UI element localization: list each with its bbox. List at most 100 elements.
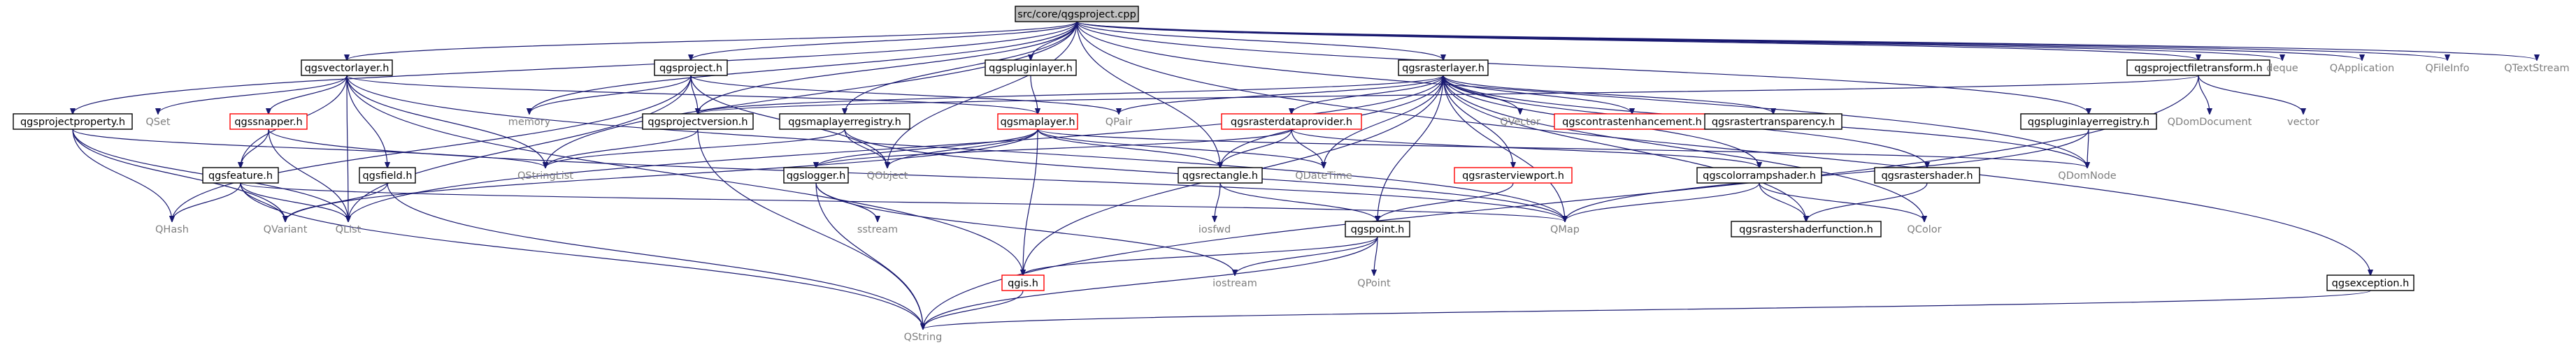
node-box: [1874, 167, 1980, 184]
node-box: [779, 113, 910, 130]
node-iostream: iostream: [1212, 278, 1257, 289]
edge-root-to-qgsprojectversion: [698, 21, 1078, 114]
node-qgsrastertransparency[interactable]: qgsrastertransparency.h: [1704, 113, 1842, 130]
edge-qgsprojectproperty-to-QVariant: [72, 129, 285, 221]
node-qgscontrastenhancement[interactable]: qgscontrastenhancement.h: [1554, 113, 1710, 130]
node-label: QHash: [155, 224, 189, 235]
node-qgsexception[interactable]: qgsexception.h: [2326, 274, 2414, 291]
edge-root-to-QDomNode: [1076, 21, 2087, 168]
node-label: qgssnapper.h: [234, 117, 302, 128]
node-root[interactable]: src/core/qgsproject.cpp: [1015, 6, 1139, 22]
node-qgsfeature[interactable]: qgsfeature.h: [202, 167, 279, 184]
edge-root-to-qgsrasterlayer: [1076, 21, 1443, 60]
edge-qgsproject-to-QList: [348, 75, 692, 221]
node-qdomdocument: QDomDocument: [2168, 117, 2252, 128]
edge-qgsprojectfiletransform-to-QDomDocument: [2198, 75, 2210, 114]
node-box: [2326, 274, 2414, 291]
edge-qgsprojectproperty-to-QStringList: [72, 129, 545, 168]
node-label: qgsvectorlayer.h: [305, 63, 389, 74]
node-label: qgsprojectproperty.h: [20, 117, 125, 128]
node-qgslogger[interactable]: qgslogger.h: [783, 167, 849, 184]
node-label: QVector: [1500, 117, 1540, 128]
node-label: vector: [2287, 117, 2319, 128]
node-label: qgsmaplayer.h: [1000, 117, 1075, 128]
node-label: qgscontrastenhancement.h: [1562, 117, 1702, 128]
node-label: qgscolorrampshader.h: [1703, 170, 1816, 182]
node-label: qgsrastertransparency.h: [1712, 117, 1835, 128]
edge-qgsvectorlayer-to-qgssnapper: [269, 75, 348, 114]
edge-qgsprojectversion-to-QStringList: [545, 129, 699, 168]
node-label: qgis.h: [1008, 278, 1038, 289]
node-qgsprojectproperty[interactable]: qgsprojectproperty.h: [13, 113, 133, 130]
node-qstring: QString: [904, 332, 943, 343]
edge-qgsprojectfiletransform-to-qgsprojectversion: [698, 75, 2199, 114]
node-box: [1001, 274, 1045, 291]
node-box: [1696, 167, 1822, 184]
edge-qgscolorrampshader-to-QMap: [1565, 182, 1760, 221]
node-qgis[interactable]: qgis.h: [1001, 274, 1045, 291]
edge-qgsprojectfiletransform-to-vector: [2198, 75, 2303, 114]
edge-root-to-QTextStream: [1076, 21, 2537, 60]
node-qgsrectangle[interactable]: qgsrectangle.h: [1178, 167, 1263, 184]
node-qvariant: QVariant: [264, 224, 308, 235]
node-qgsmaplayer[interactable]: qgsmaplayer.h: [997, 113, 1078, 130]
node-qgspluginlayerregistry[interactable]: qgspluginlayerregistry.h: [2020, 113, 2157, 130]
node-label: QString: [904, 332, 943, 343]
edge-root-to-QStringList: [545, 21, 1078, 168]
edge-qgsmaplayer-to-qgslogger: [816, 129, 1038, 168]
node-qgsmaplayerregistry[interactable]: qgsmaplayerregistry.h: [779, 113, 910, 130]
edge-qgsrasterlayer-to-QPair: [1119, 75, 1444, 114]
node-label: qgsfield.h: [362, 170, 412, 182]
node-box: [1731, 221, 1882, 237]
node-qgscolorrampshader[interactable]: qgscolorrampshader.h: [1696, 167, 1822, 184]
node-qgspoint[interactable]: qgspoint.h: [1345, 221, 1410, 237]
edge-qgspoint-to-iostream: [1235, 236, 1378, 275]
node-qgsrasterlayer[interactable]: qgsrasterlayer.h: [1398, 59, 1489, 76]
node-box: [13, 113, 133, 130]
edge-root-to-memory: [529, 21, 1078, 114]
edge-qgsrastershader-to-qgsrastershaderfunction: [1806, 182, 1928, 221]
node-qgsprojectfiletransform[interactable]: qgsprojectfiletransform.h: [2126, 59, 2270, 76]
node-label: src/core/qgsproject.cpp: [1017, 9, 1136, 20]
edge-qgsfeature-to-QHash: [172, 182, 241, 221]
node-box: [997, 113, 1078, 130]
node-label: iostream: [1212, 278, 1257, 289]
node-box: [301, 59, 393, 76]
node-qgsrastershader[interactable]: qgsrastershader.h: [1874, 167, 1980, 184]
node-qgsproject[interactable]: qgsproject.h: [654, 59, 728, 76]
node-box: [2126, 59, 2270, 76]
edge-root-to-QObject: [887, 21, 1078, 168]
node-box: [1454, 167, 1573, 184]
node-qset: QSet: [145, 117, 171, 128]
node-qgssnapper[interactable]: qgssnapper.h: [229, 113, 308, 130]
node-qtextstream: QTextStream: [2504, 63, 2569, 74]
node-qgsrastershaderfunction[interactable]: qgsrastershaderfunction.h: [1731, 221, 1882, 237]
node-qgsfield[interactable]: qgsfield.h: [359, 167, 416, 184]
node-label: QPoint: [1357, 278, 1391, 289]
node-qgspluginlayer[interactable]: qgspluginlayer.h: [985, 59, 1077, 76]
node-box: [642, 113, 754, 130]
node-qgsrasterviewport[interactable]: qgsrasterviewport.h: [1454, 167, 1573, 184]
node-qgsvectorlayer[interactable]: qgsvectorlayer.h: [301, 59, 393, 76]
node-qpoint: QPoint: [1357, 278, 1391, 289]
edge-qgsmaplayer-to-QDateTime: [1037, 129, 1324, 168]
node-label: QTextStream: [2504, 63, 2569, 74]
node-qgsrasterdataprovider[interactable]: qgsrasterdataprovider.h: [1221, 113, 1362, 130]
node-iosfwd: iosfwd: [1198, 224, 1231, 235]
node-label: memory: [508, 117, 551, 128]
node-qgsprojectversion[interactable]: qgsprojectversion.h: [642, 113, 754, 130]
edge-qgspoint-to-QPoint: [1374, 236, 1378, 275]
edge-qgsvectorlayer-to-qgsfield: [346, 75, 387, 168]
edge-qgspluginlayerregistry-to-QDomNode: [2087, 129, 2089, 168]
node-qapplication: QApplication: [2330, 63, 2394, 74]
edge-qgsvectorlayer-to-QList: [347, 75, 348, 221]
node-qhash: QHash: [155, 224, 189, 235]
node-label: qgsrastershaderfunction.h: [1739, 224, 1873, 235]
edge-root-to-qgsexception: [1076, 21, 2370, 275]
edge-qgsrasterlayer-to-QMap: [1443, 75, 1565, 221]
node-label: QSet: [145, 117, 171, 128]
node-box: [359, 167, 416, 184]
node-label: qgspluginlayerregistry.h: [2028, 117, 2149, 128]
edge-qgssnapper-to-qgsfeature: [241, 129, 269, 168]
node-box: [229, 113, 308, 130]
